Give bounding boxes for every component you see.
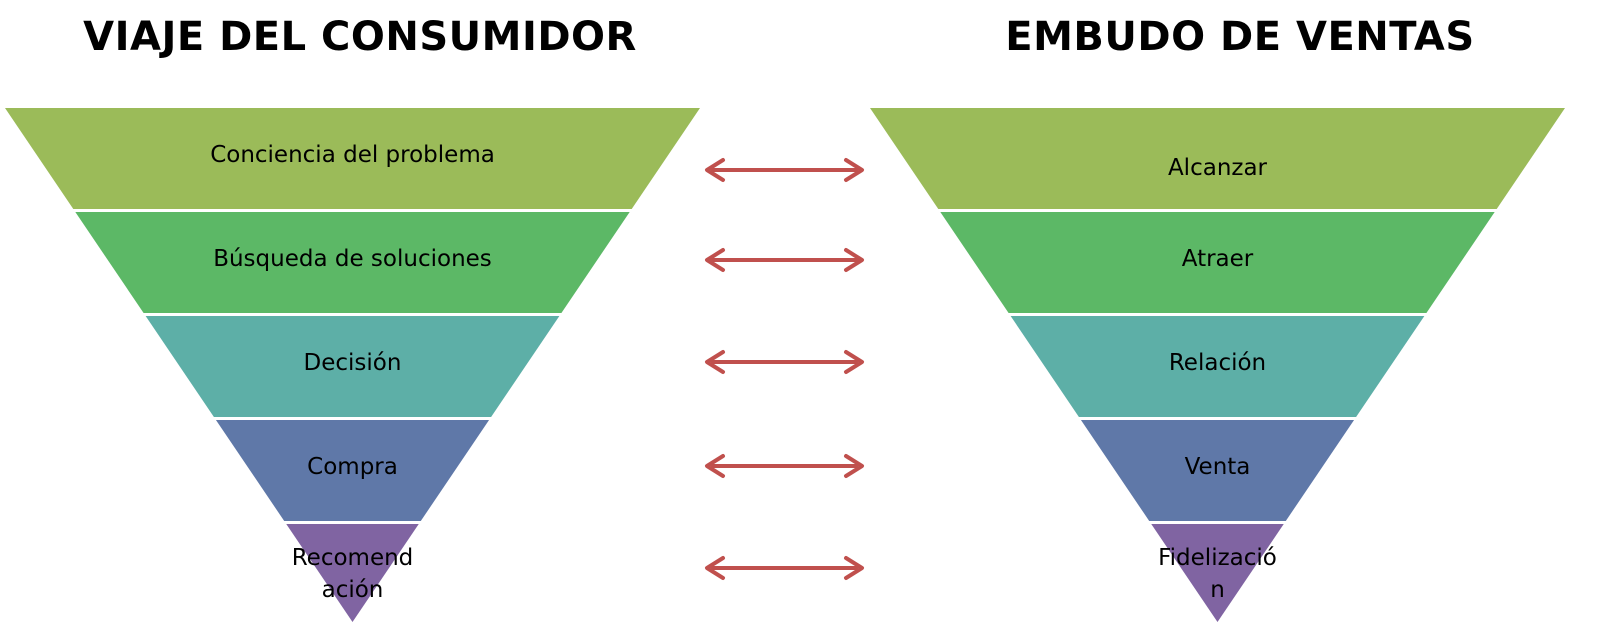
sales-funnel-stage-2 <box>940 212 1495 313</box>
sales-funnel-stage-3 <box>1010 316 1425 417</box>
sales-funnel-stage-5-label-line: n <box>1210 577 1225 603</box>
consumer-journey-stage-2-label: Búsqueda de soluciones <box>93 243 613 275</box>
sales-funnel-stage-1 <box>870 108 1565 209</box>
consumer-journey-stage-5-label-line: Recomend <box>291 545 414 571</box>
consumer-journey-stage-5 <box>286 524 419 622</box>
consumer-journey-stage-5-label-line: ación <box>321 577 384 603</box>
double-arrow-2 <box>705 248 864 272</box>
consumer-journey-stage-4-label-line: Compra <box>307 453 398 480</box>
sales-funnel-stage-5-label: Fidelizació n <box>958 542 1478 606</box>
consumer-journey-stage-3-label: Decisión <box>93 347 613 379</box>
consumer-journey-stage-3 <box>145 316 560 417</box>
sales-funnel-stage-2-label: Atraer <box>958 243 1478 275</box>
sales-funnel-stage-3-label-line: Relación <box>1168 349 1267 376</box>
sales-funnel-stage-1-label: Alcanzar <box>958 152 1478 184</box>
sales-funnel-stage-4 <box>1080 420 1355 521</box>
double-arrow-4 <box>705 454 864 478</box>
consumer-journey-stage-2 <box>75 212 630 313</box>
title-embudo-de-ventas: EMBUDO DE VENTAS <box>1005 14 1475 60</box>
double-arrow-1 <box>705 158 864 182</box>
sales-funnel-stage-5 <box>1151 524 1284 622</box>
consumer-journey-stage-4-label: Compra <box>93 451 613 483</box>
consumer-journey-stage-1-label: Conciencia del problema <box>93 139 613 171</box>
sales-funnel-stage-2-label-line: Atraer <box>1181 245 1254 272</box>
sales-funnel-stage-4-label: Venta <box>958 451 1478 483</box>
title-viaje-del-consumidor: VIAJE DEL CONSUMIDOR <box>83 14 637 60</box>
consumer-journey-stage-2-label-line: Búsqueda de soluciones <box>213 245 492 272</box>
consumer-journey-stage-5-label: Recomend ación <box>93 542 613 606</box>
consumer-journey-stage-3-label-line: Decisión <box>303 349 402 376</box>
sales-funnel-stage-1-label-line: Alcanzar <box>1167 155 1268 181</box>
consumer-journey-stage-4 <box>215 420 490 521</box>
double-arrow-3 <box>705 350 864 374</box>
sales-funnel-stage-5-label-line: Fidelizació <box>1158 545 1277 571</box>
consumer-journey-stage-1 <box>5 108 700 209</box>
sales-funnel-stage-4-label-line: Venta <box>1184 453 1251 480</box>
double-arrow-5 <box>705 556 864 580</box>
consumer-journey-stage-1-label-line: Conciencia del problema <box>210 141 495 168</box>
sales-funnel-stage-3-label: Relación <box>958 347 1478 379</box>
